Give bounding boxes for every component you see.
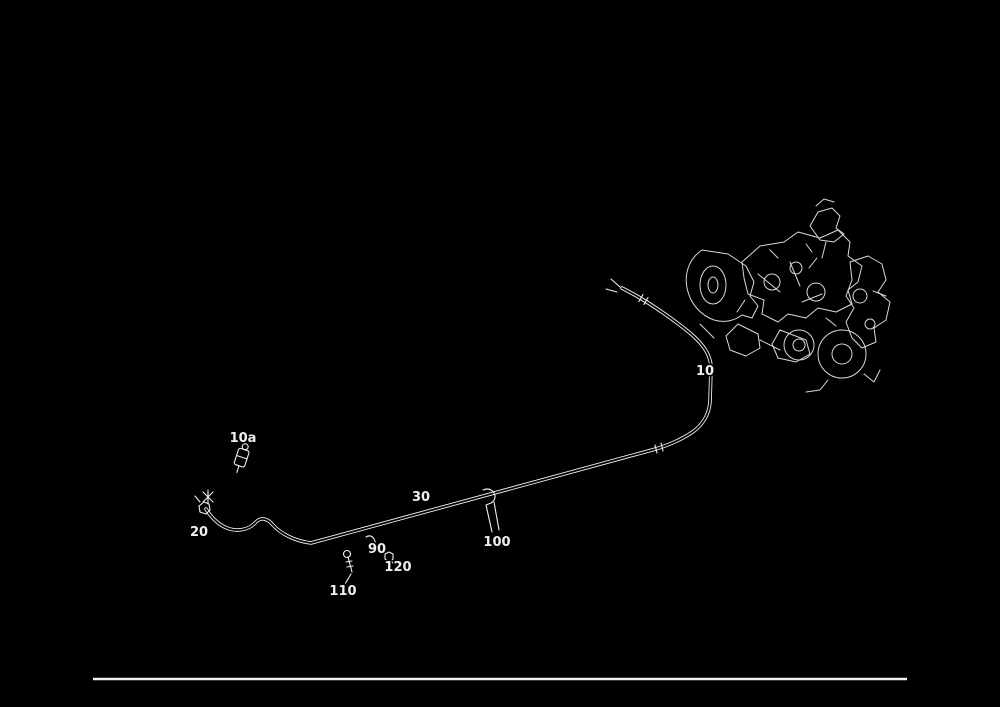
union-tick [654,444,658,454]
assembly-drawing [685,198,891,393]
part-callout-90: 90 [368,542,386,557]
pipe-fittings [194,278,664,585]
part-callout-10a: 10a [230,431,257,446]
screw-110 [342,549,354,585]
part-callout-100: 100 [483,535,510,550]
clamp-100 [482,488,500,533]
part-callout-120: 120 [384,560,411,575]
part-callout-110: 110 [329,584,356,599]
part-callout-30: 30 [412,490,430,505]
nut-120 [384,551,396,566]
fitting-10a [233,443,250,473]
clip-90 [365,535,376,548]
part-callout-20: 20 [190,525,208,540]
pipe-line [204,286,713,545]
part-callout-10: 10 [696,364,714,379]
hose-end-fork [610,278,621,288]
end-fitting-20 [194,489,214,515]
part-callouts: 10 10a 20 30 90 100 110 120 [188,363,715,601]
